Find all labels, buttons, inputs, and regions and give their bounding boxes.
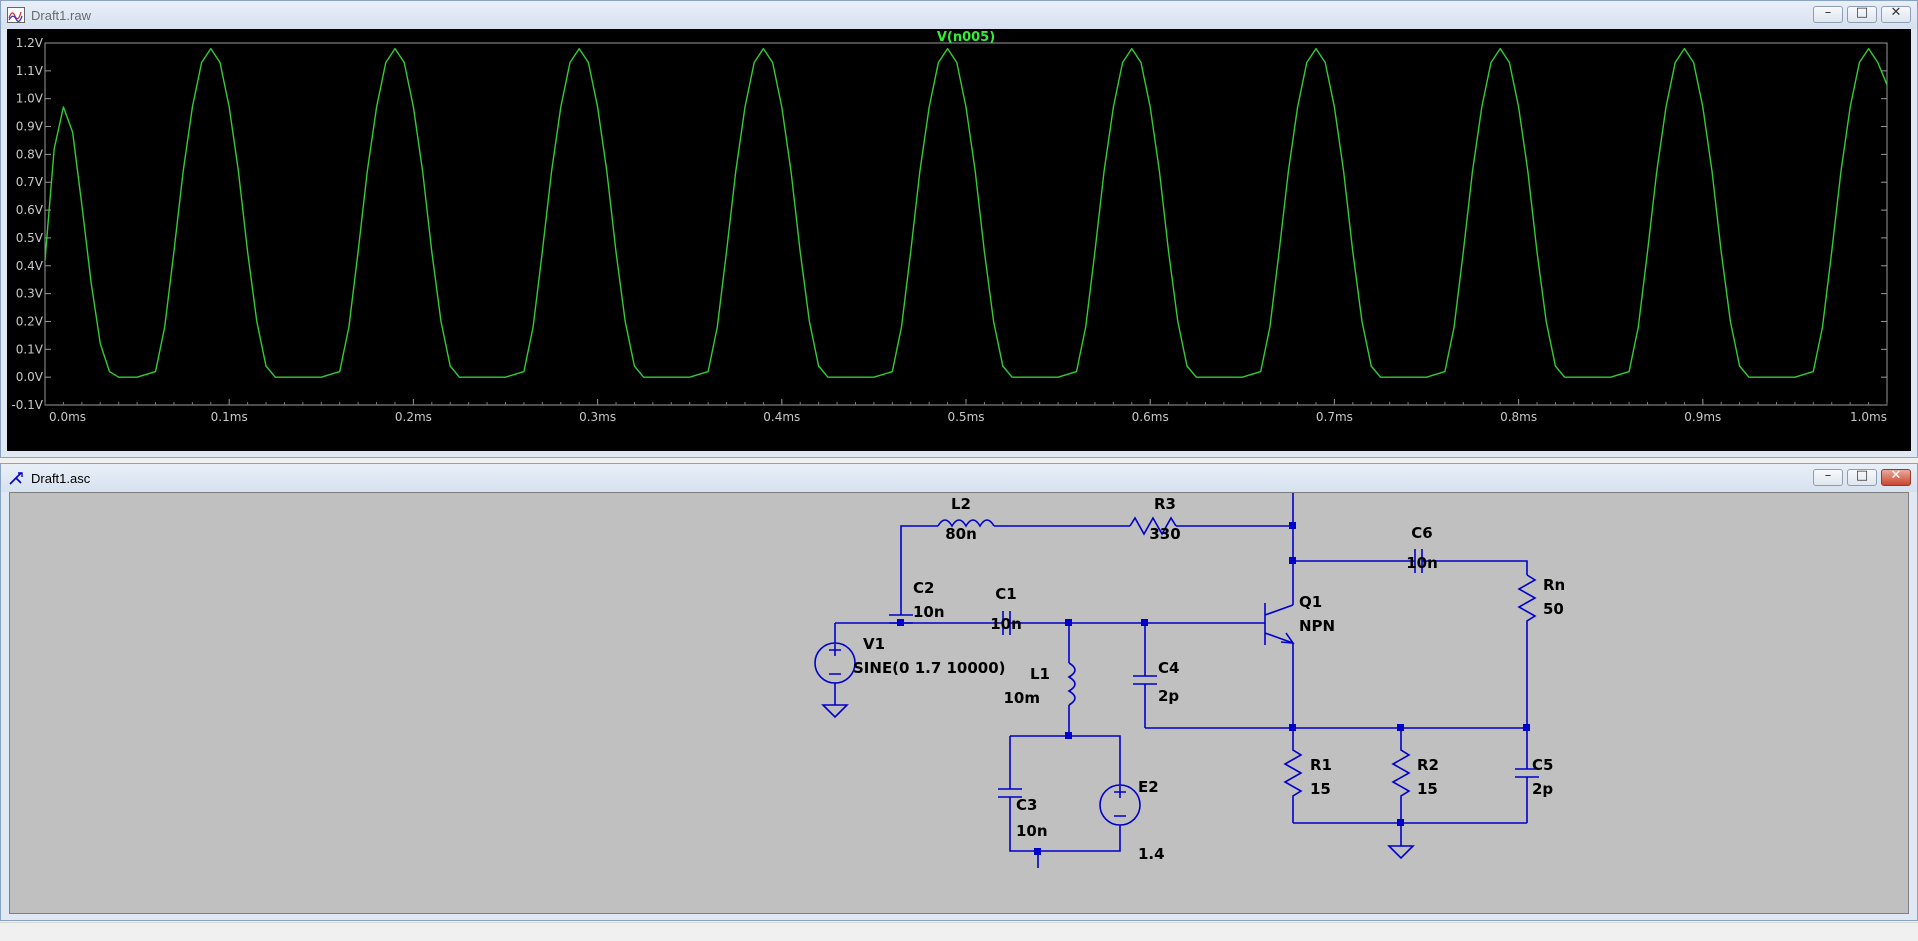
component-value-v1[interactable]: SINE(0 1.7 10000) <box>853 659 1006 677</box>
close-icon: ✕ <box>1890 468 1902 483</box>
schematic-window: Draft1.asc – □ ✕ <box>0 463 1918 921</box>
trace-label: V(n005) <box>937 30 995 45</box>
maximize-icon: □ <box>1855 5 1869 20</box>
x-tick-label: 1.0ms <box>1850 410 1887 424</box>
x-tick-label: 0.4ms <box>763 410 800 424</box>
x-tick-label: 0.7ms <box>1316 410 1353 424</box>
y-tick-label: 0.4V <box>16 259 44 273</box>
component-ref-c4[interactable]: C4 <box>1158 659 1179 677</box>
close-button[interactable]: ✕ <box>1881 5 1911 23</box>
component-value-c3[interactable]: 10n <box>1016 822 1048 840</box>
component-value-l2[interactable]: 80n <box>945 525 977 543</box>
component-value-r2[interactable]: 15 <box>1417 780 1438 798</box>
close-button[interactable]: ✕ <box>1881 468 1911 486</box>
x-tick-label: 0.9ms <box>1684 410 1721 424</box>
x-tick-label: 0.5ms <box>947 410 984 424</box>
component-ref-r3[interactable]: R3 <box>1154 495 1176 513</box>
y-tick-label: 1.1V <box>16 64 44 78</box>
component-ref-q1[interactable]: Q1 <box>1299 593 1322 611</box>
component-ref-c3[interactable]: C3 <box>1016 796 1037 814</box>
waveform-icon <box>7 7 25 23</box>
component-value-c5[interactable]: 2p <box>1532 780 1553 798</box>
x-tick-label: 0.8ms <box>1500 410 1537 424</box>
component-ref-c6[interactable]: C6 <box>1411 524 1432 542</box>
component-value-c4[interactable]: 2p <box>1158 687 1179 705</box>
y-tick-label: -0.1V <box>11 398 43 412</box>
component-ref-r1[interactable]: R1 <box>1310 756 1332 774</box>
component-ref-e2[interactable]: E2 <box>1138 778 1159 796</box>
minimize-button[interactable]: – <box>1813 468 1843 486</box>
component-ref-rn[interactable]: Rn <box>1543 576 1565 594</box>
x-tick-label: 0.0ms <box>49 410 86 424</box>
component-ref-r2[interactable]: R2 <box>1417 756 1439 774</box>
y-tick-label: 0.1V <box>16 342 44 356</box>
y-tick-label: 0.8V <box>16 147 44 161</box>
x-tick-label: 0.3ms <box>579 410 616 424</box>
component-value-rn[interactable]: 50 <box>1543 600 1564 618</box>
series-line <box>44 47 1888 378</box>
window-title: Draft1.raw <box>31 8 91 23</box>
y-tick-label: 0.5V <box>16 231 44 245</box>
component-ref-l2[interactable]: L2 <box>951 495 971 513</box>
component-value-c1[interactable]: 10n <box>990 615 1022 633</box>
x-tick-label: 0.2ms <box>395 410 432 424</box>
component-ref-c2[interactable]: C2 <box>913 579 934 597</box>
component-value-r1[interactable]: 15 <box>1310 780 1331 798</box>
minimize-icon: – <box>1824 5 1832 20</box>
component-value-c6[interactable]: 10n <box>1406 554 1438 572</box>
y-tick-label: 0.2V <box>16 314 44 328</box>
y-tick-label: 1.0V <box>16 92 44 106</box>
component-ref-v1[interactable]: V1 <box>863 635 885 653</box>
y-tick-label: 0.3V <box>16 287 44 301</box>
y-tick-label: 0.9V <box>16 120 44 134</box>
plot-frame <box>44 42 1888 406</box>
y-tick-label: 0.7V <box>16 175 44 189</box>
plot-pane[interactable]: V(n005) -0.1V 0.0V 0.1V 0.2V 0.3V 0.4V 0.5V 0.6V… <box>7 29 1911 451</box>
maximize-button[interactable]: □ <box>1847 468 1877 486</box>
component-ref-l1[interactable]: L1 <box>1030 665 1050 683</box>
component-ref-c1[interactable]: C1 <box>995 585 1016 603</box>
maximize-button[interactable]: □ <box>1847 5 1877 23</box>
status-bar <box>0 922 1918 941</box>
component-ref-c5[interactable]: C5 <box>1532 756 1553 774</box>
component-value-q1[interactable]: NPN <box>1299 617 1335 635</box>
maximize-icon: □ <box>1855 468 1869 483</box>
waveform-plot[interactable]: V(n005) -0.1V 0.0V 0.1V 0.2V 0.3V 0.4V 0.5V 0.6V… <box>7 29 1911 451</box>
window-title: Draft1.asc <box>31 471 91 486</box>
waveform-titlebar[interactable]: Draft1.raw – □ ✕ <box>1 1 1917 29</box>
x-tick-label: 0.1ms <box>211 410 248 424</box>
component-value-r3[interactable]: 330 <box>1149 525 1180 543</box>
y-tick-label: 0.6V <box>16 203 44 217</box>
component-value-l1[interactable]: 10m <box>1003 689 1040 707</box>
component-value-c2[interactable]: 10n <box>913 603 945 621</box>
minimize-button[interactable]: – <box>1813 5 1843 23</box>
waveform-window: Draft1.raw – □ ✕ V(n005) -0.1V 0.0V 0.1V 0.2… <box>0 0 1918 458</box>
minimize-icon: – <box>1824 468 1832 483</box>
y-tick-label: 0.0V <box>16 370 44 384</box>
component-value-e2[interactable]: 1.4 <box>1138 845 1165 863</box>
y-tick-label: 1.2V <box>16 36 44 50</box>
close-icon: ✕ <box>1890 5 1902 20</box>
x-tick-label: 0.6ms <box>1132 410 1169 424</box>
schematic-titlebar[interactable]: Draft1.asc – □ ✕ <box>1 464 1917 492</box>
schematic-drawing[interactable]: L280nR3330C610nC210nC110nQ1NPNRn50V1SINE… <box>10 493 1910 915</box>
schematic-icon <box>9 472 23 485</box>
